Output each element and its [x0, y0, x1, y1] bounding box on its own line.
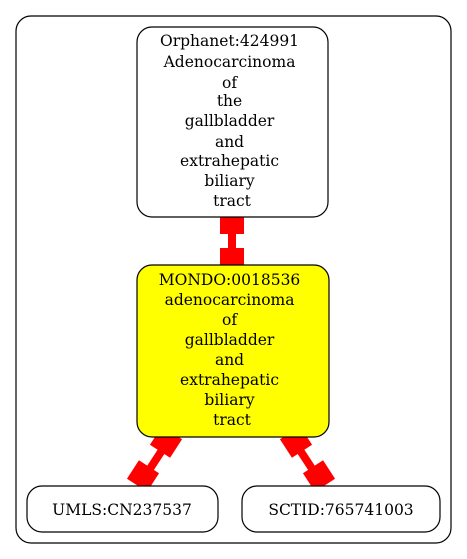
label-line: MONDO:0018536 — [159, 271, 301, 289]
node-label: MONDO:0018536 adenocarcinoma of gallblad… — [159, 271, 305, 429]
node-sctid[interactable]: SCTID:765741003 — [241, 485, 441, 533]
node-mondo[interactable]: MONDO:0018536 adenocarcinoma of gallblad… — [136, 264, 330, 438]
node-box — [136, 26, 329, 218]
node-box — [26, 485, 219, 533]
label-line: and — [215, 351, 244, 369]
label-line: tract — [213, 192, 252, 210]
node-label: SCTID:765741003 — [268, 501, 413, 519]
label-line: of — [222, 311, 238, 329]
label-line: tract — [213, 411, 252, 429]
label-line: UMLS:CN237537 — [52, 501, 192, 519]
node-box — [241, 485, 441, 533]
node-box — [136, 264, 330, 438]
label-line: adenocarcinoma — [165, 291, 295, 309]
node-orphanet[interactable]: Orphanet:424991 Adenocarcinoma of the ga… — [136, 26, 329, 218]
label-line: the — [217, 92, 242, 110]
label-line: extrahepatic — [180, 152, 279, 170]
label-line: Orphanet:424991 — [160, 32, 299, 50]
label-line: gallbladder — [185, 112, 275, 130]
node-label: Orphanet:424991 Adenocarcinoma of the ga… — [160, 32, 304, 210]
label-line: biliary — [204, 172, 254, 190]
edge-end-marker — [302, 460, 336, 492]
node-umls[interactable]: UMLS:CN237537 — [26, 485, 219, 533]
edge-end-marker — [126, 460, 160, 492]
node-label: UMLS:CN237537 — [52, 501, 192, 519]
label-line: extrahepatic — [180, 371, 279, 389]
label-line: Adenocarcinoma — [163, 53, 296, 71]
label-line: biliary — [204, 391, 254, 409]
label-line: and — [215, 133, 244, 151]
label-line: gallbladder — [185, 331, 275, 349]
label-line: SCTID:765741003 — [268, 501, 413, 519]
label-line: of — [222, 74, 238, 92]
